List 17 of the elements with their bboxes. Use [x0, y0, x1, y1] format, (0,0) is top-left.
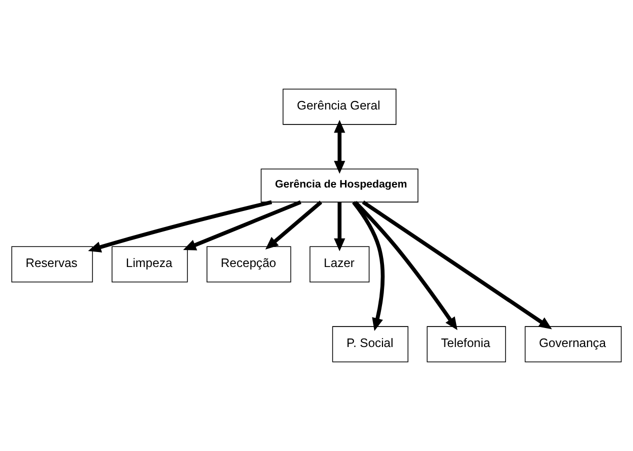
- node-box: Gerência Geral: [282, 88, 396, 125]
- arrow: [265, 200, 322, 250]
- arrow: [362, 200, 552, 330]
- arrow: [334, 120, 346, 174]
- node-box: Recepção: [206, 246, 292, 282]
- node-box: Lazer: [310, 246, 370, 282]
- node-box: Gerência de Hospedagem: [260, 168, 418, 202]
- arrow: [183, 200, 302, 250]
- arrow: [352, 200, 385, 331]
- node-box: Reservas: [11, 246, 93, 282]
- node-box: Limpeza: [112, 246, 188, 282]
- arrow: [334, 202, 346, 252]
- node-box: P. Social: [332, 326, 408, 362]
- arrow: [88, 200, 272, 252]
- node-box: Governança: [524, 326, 622, 362]
- arrow: [354, 200, 458, 330]
- node-box: Telefonia: [426, 326, 506, 362]
